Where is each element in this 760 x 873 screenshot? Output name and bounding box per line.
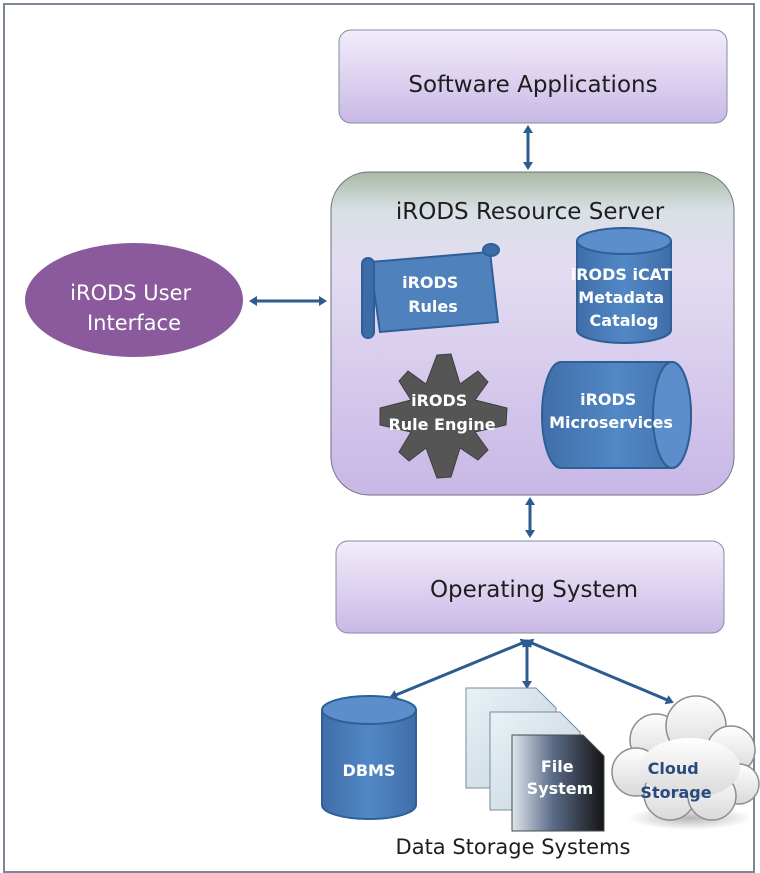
icat-label-line1: iRODS iCAT	[571, 265, 672, 284]
cloud-storage-label-line2: Storage	[640, 783, 711, 802]
user-interface-label-line2: Interface	[87, 311, 181, 335]
file-system-documents-icon: File System	[465, 687, 605, 832]
svg-text:iRODS iCAT Metadata: iRODS iCAT Metadata Catalog	[571, 265, 678, 330]
resource-server-label: iRODS Resource Server	[396, 199, 665, 225]
svg-text:iRODS Rule Engine: iRODS Rule Engine	[388, 391, 495, 434]
rules-label-line1: iRODS	[402, 273, 458, 292]
cloud-storage-icon: Cloud Storage	[611, 695, 760, 830]
svg-text:iRODS Microservices: iRODS Microservices	[549, 390, 673, 432]
operating-system-box: Operating System	[335, 540, 725, 634]
user-interface-ellipse: iRODS User Interface	[25, 243, 243, 357]
cloud-storage-label-line1: Cloud	[648, 759, 699, 778]
rules-label-line2: Rules	[408, 297, 458, 316]
user-interface-label-line1: iRODS User	[70, 281, 191, 305]
icat-database-icon: iRODS iCAT Metadata Catalog	[571, 227, 678, 344]
svg-text:iRODS User Interface: iRODS User Interface	[70, 281, 198, 335]
microservices-cylinder-icon: iRODS Microservices	[541, 361, 692, 469]
microservices-label-line1: iRODS	[580, 390, 636, 409]
rule-engine-gear-icon: iRODS Rule Engine	[379, 353, 508, 479]
svg-text:iRODS Rules: iRODS Rules	[402, 273, 464, 316]
operating-system-label: Operating System	[430, 577, 638, 603]
data-storage-caption: Data Storage Systems	[396, 835, 631, 859]
svg-text:Cloud Storage: Cloud Storage	[640, 759, 711, 802]
microservices-label-line2: Microservices	[549, 413, 673, 432]
rule-engine-label-line2: Rule Engine	[388, 415, 495, 434]
icat-label-line3: Catalog	[590, 311, 659, 330]
file-system-label-line1: File	[541, 757, 574, 776]
software-applications-label: Software Applications	[408, 72, 657, 98]
dbms-database-icon: DBMS	[321, 695, 417, 820]
rules-scroll-icon: iRODS Rules	[361, 243, 500, 339]
os-cloud-arrow	[525, 638, 674, 705]
rule-engine-label-line1: iRODS	[411, 391, 467, 410]
dbms-label: DBMS	[343, 761, 396, 780]
os-dbms-arrow	[389, 638, 529, 700]
file-system-label-line2: System	[527, 779, 594, 798]
svg-text:File System: File System	[527, 757, 594, 798]
icat-label-line2: Metadata	[578, 288, 664, 307]
software-applications-box: Software Applications	[338, 29, 728, 124]
